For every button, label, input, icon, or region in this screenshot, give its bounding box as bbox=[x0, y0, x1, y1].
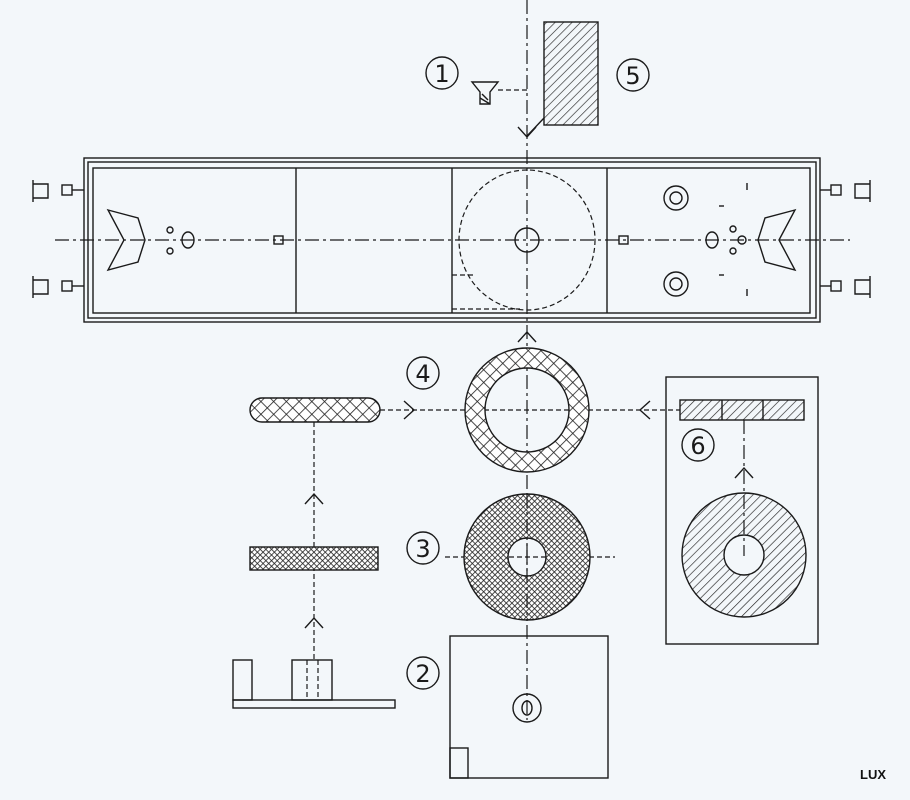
left-v-clamp bbox=[106, 208, 146, 272]
callout-3: 3 bbox=[406, 531, 440, 565]
brand-mark: LUX bbox=[860, 767, 886, 782]
dashed-circle bbox=[458, 169, 596, 311]
dense-bar-part bbox=[249, 546, 379, 571]
arrow-right-icon bbox=[403, 400, 416, 420]
right-v-clamp bbox=[757, 208, 797, 272]
svg-text:6: 6 bbox=[690, 432, 705, 460]
svg-text:1: 1 bbox=[434, 60, 449, 88]
ring-part-3 bbox=[463, 493, 591, 621]
arrow-up-icon bbox=[734, 466, 754, 479]
ring-part-4 bbox=[464, 347, 590, 473]
arrow-up-icon bbox=[517, 330, 537, 343]
screw-part bbox=[470, 81, 527, 105]
knobs bbox=[32, 180, 871, 298]
crosshatch-pill-part bbox=[249, 397, 381, 423]
svg-text:2: 2 bbox=[415, 660, 430, 688]
callout-2: 2 bbox=[406, 656, 440, 690]
hatched-block-part bbox=[543, 21, 599, 126]
bracket-part bbox=[232, 659, 396, 709]
callout-6: 6 bbox=[681, 428, 715, 462]
main-housing bbox=[83, 157, 821, 323]
callout-4: 4 bbox=[406, 356, 440, 390]
svg-text:4: 4 bbox=[415, 360, 430, 388]
panel-part-6 bbox=[665, 376, 819, 645]
callout-5: 5 bbox=[616, 58, 650, 92]
arrow-down-icon bbox=[517, 126, 537, 139]
callout-1: 1 bbox=[425, 56, 459, 90]
arrow-up-icon bbox=[304, 616, 324, 629]
arrow-left-icon bbox=[638, 400, 651, 420]
base-plate-part-2 bbox=[449, 635, 609, 779]
svg-text:3: 3 bbox=[415, 535, 430, 563]
arrow-up-icon bbox=[304, 492, 324, 505]
svg-text:5: 5 bbox=[625, 62, 640, 90]
